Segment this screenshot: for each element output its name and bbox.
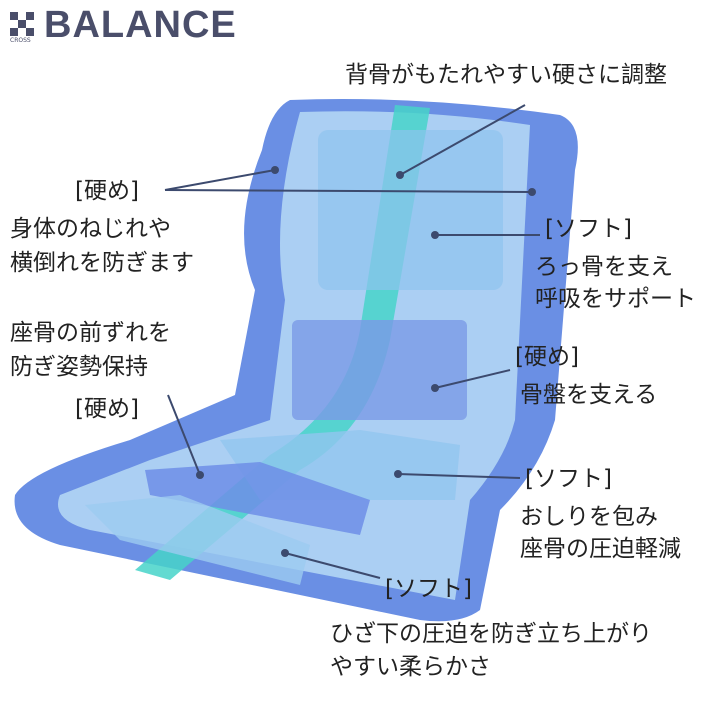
logo: CROSS BALANCE	[10, 6, 237, 44]
pad-pelvis	[292, 320, 467, 420]
label-seat-front-tag: [硬め]	[75, 396, 139, 422]
leader-top	[399, 104, 526, 176]
label-pelvis-1: 骨盤を支える	[520, 382, 658, 408]
leader-hip	[397, 473, 521, 479]
pad-upper	[318, 130, 503, 290]
logo-sub: CROSS	[10, 37, 31, 44]
leader-seat-front	[167, 394, 201, 476]
label-side-1: 身体のねじれや	[10, 216, 171, 242]
label-rib-tag: [ソフト]	[545, 216, 632, 242]
label-hip-2: 座骨の圧迫軽減	[520, 536, 681, 562]
leader-side-b	[164, 189, 533, 193]
label-knee-2: やすい柔らかさ	[330, 654, 491, 680]
label-rib-2: 呼吸をサポート	[535, 286, 696, 312]
label-hip-1: おしりを包み	[520, 504, 658, 530]
logo-text: BALANCE	[44, 4, 237, 46]
leader-side-a	[164, 169, 276, 191]
leader-knee	[284, 552, 381, 579]
label-side-2: 横倒れを防ぎます	[10, 250, 194, 276]
label-pelvis-tag: [硬め]	[515, 344, 579, 370]
pad-seat-front	[145, 462, 370, 535]
label-top: 背骨がもたれやすい硬さに調整	[345, 62, 667, 88]
logo-mark-icon: CROSS	[10, 8, 40, 44]
label-knee-tag: [ソフト]	[385, 576, 472, 602]
label-seat-front-1: 座骨の前ずれを	[10, 320, 171, 346]
label-side-tag: [硬め]	[75, 178, 139, 204]
label-rib-1: ろっ骨を支え	[535, 254, 673, 280]
pad-knee	[85, 495, 310, 585]
label-seat-front-2: 防ぎ姿勢保持	[10, 354, 148, 380]
label-knee-1: ひざ下の圧迫を防ぎ立ち上がり	[330, 621, 652, 647]
label-hip-tag: [ソフト]	[525, 466, 612, 492]
leader-pelvis	[434, 369, 511, 389]
